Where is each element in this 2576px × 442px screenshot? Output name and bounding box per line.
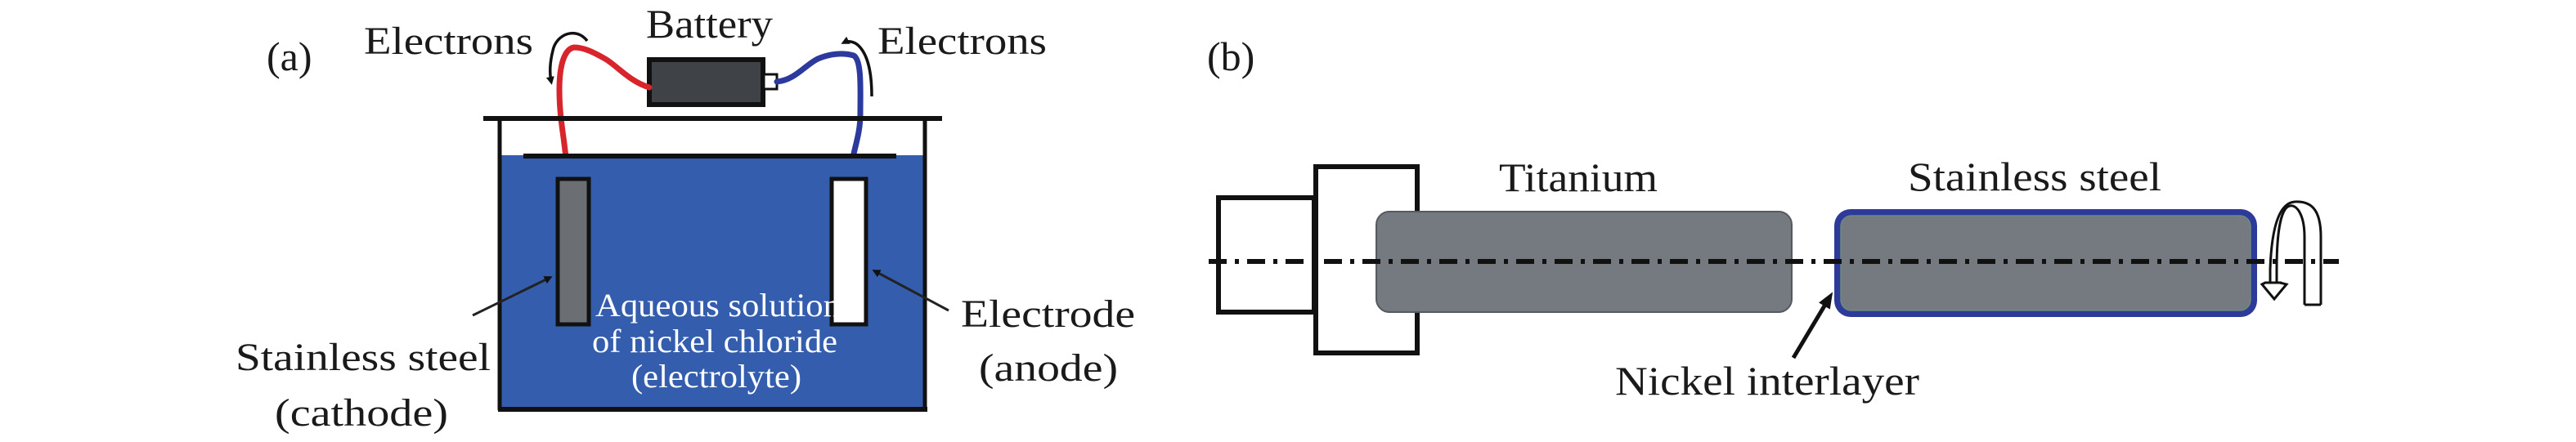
cathode-stainless-steel (555, 176, 591, 327)
electrolyte-label-line3: (electrolyte) (631, 358, 801, 395)
rotation-arrow-icon (2260, 200, 2322, 306)
panel-b: (b) Titanium Stainless steel Nickel inte… (1207, 33, 2339, 404)
electrolyte-label-line1: Aqueous solution (595, 287, 841, 324)
battery (647, 57, 779, 107)
electrolyte-label-line2: of nickel chloride (592, 323, 837, 359)
cathode-label-line1: Stainless steel (236, 336, 491, 379)
electrons-left-label: Electrons (364, 20, 533, 63)
nickel-interlayer-leader-arrow (1791, 292, 1833, 359)
anode-label-line2: (anode) (979, 346, 1118, 390)
cathode-label-line2: (cathode) (275, 391, 448, 435)
battery-label: Battery (646, 1, 773, 47)
electron-flow-arrow-right (841, 36, 873, 97)
battery-body (647, 57, 765, 107)
chuck-small-block (1216, 195, 1317, 315)
anode-electrode (829, 176, 868, 327)
wire-positive (556, 44, 653, 181)
cathode-leader-arrow (472, 276, 553, 317)
panel-a: (a) Electrons Battery Electrons Aqueous … (236, 1, 1135, 435)
anode-label-line1: Electrode (961, 292, 1135, 336)
electrons-right-label: Electrons (877, 20, 1047, 63)
nickel-interlayer-label: Nickel interlayer (1615, 358, 1919, 404)
panel-b-tag: (b) (1207, 33, 1254, 79)
wire-negative (774, 51, 864, 181)
electron-flow-arrow-left (545, 31, 589, 85)
titanium-label: Titanium (1499, 154, 1658, 200)
panel-a-tag: (a) (267, 33, 312, 79)
stainless-steel-label: Stainless steel (1908, 154, 2161, 199)
anode-leader-arrow (872, 270, 949, 312)
